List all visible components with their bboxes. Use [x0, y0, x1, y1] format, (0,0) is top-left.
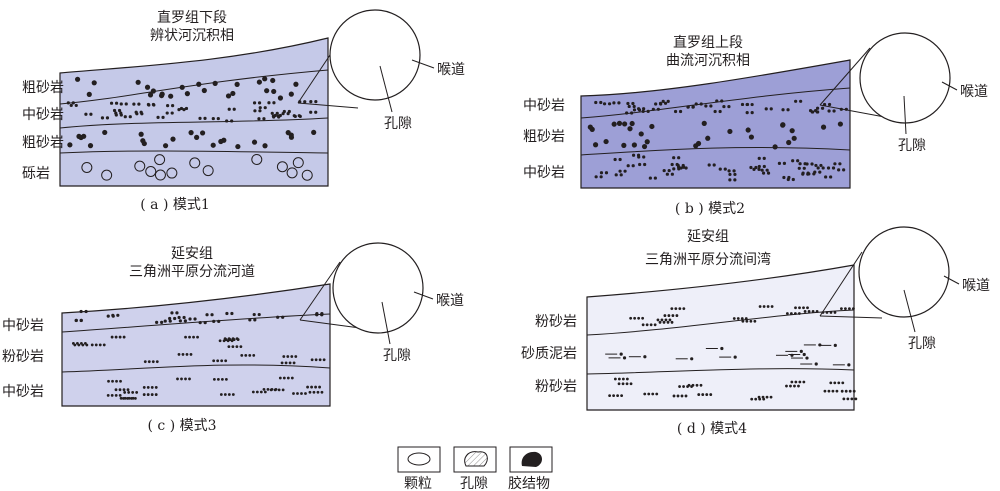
- panel-d-title-line1: 延安组: [687, 229, 729, 245]
- panel-b-title-line2: 曲流河沉积相: [666, 53, 750, 69]
- legend-label-pore: 孔隙: [460, 476, 488, 491]
- panel-a-magnifier: [329, 9, 421, 101]
- panel-d-pore-label: 孔隙: [908, 336, 936, 352]
- cement-icon: [521, 451, 542, 467]
- panel-c-title-line1: 延安组: [171, 246, 213, 262]
- panel-a-layer-2: 中砂岩: [22, 107, 64, 123]
- panel-a-caption: ( a ) 模式1: [140, 197, 210, 213]
- panel-c: 延安组 三角洲平原分流河道 中砂岩 粉砂岩 中砂岩 孔隙 喉道 ( c ) 模式…: [2, 242, 464, 434]
- legend-label-cement: 胶结物: [508, 475, 550, 491]
- panel-d-layer-2: 砂质泥岩: [521, 346, 577, 362]
- panel-c-layer-1: 中砂岩: [2, 318, 44, 334]
- panel-b-block: [580, 59, 851, 189]
- pore-icon: [464, 451, 488, 467]
- panel-b-layer-1: 中砂岩: [523, 98, 565, 114]
- panel-c-layer-3: 中砂岩: [2, 384, 44, 400]
- legend-item-cement: 胶结物: [508, 446, 553, 491]
- panel-d-title-line2: 三角洲平原分流间湾: [645, 251, 771, 268]
- panel-c-throat-label: 喉道: [436, 293, 464, 309]
- legend: 颗粒 孔隙 胶结物: [397, 446, 553, 491]
- panel-c-title-line2: 三角洲平原分流河道: [129, 264, 255, 280]
- panel-c-magnifier: [332, 242, 424, 334]
- panel-d-throat-label: 喉道: [962, 278, 990, 294]
- panel-d: 延安组 三角洲平原分流间湾 粉砂岩 砂质泥岩 粉砂岩 孔隙 喉道 ( d ) 模…: [521, 226, 990, 437]
- panel-a: 直罗组下段 辨状河沉积相 粗砂岩 中砂岩 粗砂岩 砾岩 孔隙 喉道 ( a ) …: [22, 9, 465, 213]
- panel-c-layer-2: 粉砂岩: [2, 349, 44, 365]
- panel-c-block: [61, 283, 331, 407]
- legend-item-grain: 颗粒: [397, 446, 441, 491]
- panel-c-pore-label: 孔隙: [383, 348, 411, 364]
- panel-a-throat-label: 喉道: [437, 62, 465, 78]
- panel-c-caption: ( c ) 模式3: [147, 418, 216, 434]
- panel-d-magnifier: [858, 226, 950, 318]
- panel-d-block: [586, 264, 855, 411]
- panel-d-caption: ( d ) 模式4: [677, 421, 747, 437]
- panel-b-pore-label: 孔隙: [898, 138, 926, 154]
- panel-b: 直罗组上段 曲流河沉积相 中砂岩 粗砂岩 中砂岩 孔隙 喉道 ( b ) 模式2: [523, 32, 988, 217]
- panel-a-block: [59, 37, 329, 187]
- legend-item-pore: 孔隙: [453, 446, 497, 491]
- panel-a-title-line2: 辨状河沉积相: [150, 28, 234, 44]
- panel-d-layer-3: 粉砂岩: [535, 379, 577, 395]
- panel-b-layer-2: 粗砂岩: [523, 129, 565, 145]
- panel-a-layer-4: 砾岩: [22, 166, 50, 182]
- panel-a-layer-1: 粗砂岩: [22, 80, 64, 96]
- panel-d-layer-1: 粉砂岩: [535, 314, 577, 330]
- panel-a-title-line1: 直罗组下段: [157, 9, 227, 26]
- panel-a-pore-label: 孔隙: [384, 116, 412, 132]
- panel-b-throat-label: 喉道: [960, 84, 988, 100]
- grain-icon: [407, 452, 431, 466]
- panel-b-caption: ( b ) 模式2: [675, 201, 745, 217]
- panel-b-layer-3: 中砂岩: [523, 165, 565, 181]
- panel-b-title-line1: 直罗组上段: [673, 34, 743, 51]
- panel-a-layer-3: 粗砂岩: [22, 135, 64, 151]
- legend-label-grain: 颗粒: [404, 476, 432, 491]
